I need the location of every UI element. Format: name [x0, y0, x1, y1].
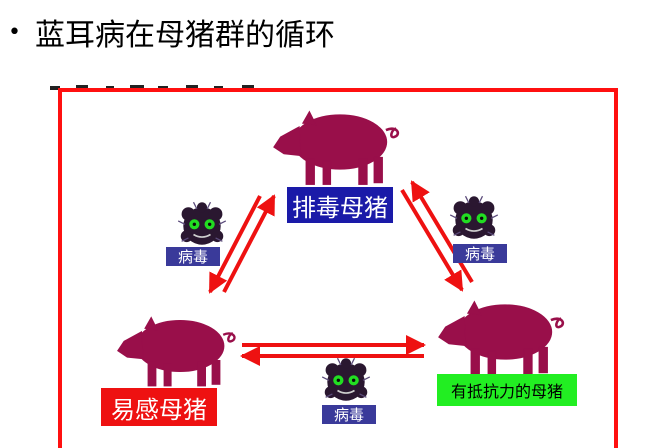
edge-shedding-susceptible — [208, 194, 276, 294]
virus-icon — [321, 357, 371, 402]
node-label-shedding: 排毒母猪 — [287, 187, 393, 223]
bullet-icon: • — [8, 19, 21, 45]
pig-resistant-icon — [437, 300, 565, 376]
arrow-down-left — [208, 195, 262, 294]
arrow-down-right — [400, 188, 464, 292]
title-text: 蓝耳病在母猪群的循环 — [34, 18, 335, 53]
virus-icon — [177, 201, 227, 246]
edge-shedding-resistant — [400, 180, 474, 292]
pig-susceptible-icon — [116, 316, 236, 388]
node-label-resistant: 有抵抗力的母猪 — [437, 374, 577, 406]
virus-label: 病毒 — [166, 247, 220, 266]
virus-icon — [449, 195, 499, 240]
diagram-frame — [58, 88, 618, 448]
edge-susceptible-resistant — [240, 335, 426, 366]
slide-title: • 蓝耳病在母猪群的循环 — [8, 12, 335, 53]
arrow-up-right — [222, 194, 276, 293]
virus-label: 病毒 — [453, 244, 507, 263]
pig-shedding-icon — [272, 110, 400, 186]
cycle-diagram — [116, 110, 565, 402]
node-label-susceptible: 易感母猪 — [101, 388, 217, 426]
virus-label: 病毒 — [322, 405, 376, 424]
arrow-up-left — [410, 180, 474, 284]
